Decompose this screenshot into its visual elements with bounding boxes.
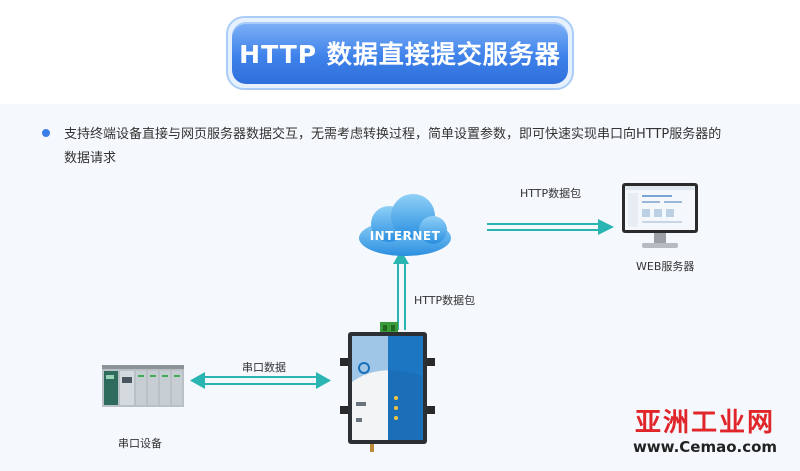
feature-description: 支持终端设备直接与网页服务器数据交互，无需考虑转换过程，简单设置参数，即可快速实… — [64, 127, 722, 166]
watermark-main: 亚洲工业网 — [634, 408, 775, 438]
watermark-logo: 亚洲工业网 www.Cemao.com — [616, 408, 794, 456]
page-title: HTTP 数据直接提交服务器 — [239, 40, 561, 69]
title-banner: HTTP 数据直接提交服务器 — [232, 22, 568, 84]
cloud-label: INTERNET — [369, 229, 441, 243]
http-packet-label-top: HTTP数据包 — [520, 187, 582, 200]
web-server-label: WEB服务器 — [636, 260, 695, 273]
bullet-dot-icon — [42, 129, 50, 137]
http-packet-label-side: HTTP数据包 — [414, 294, 476, 307]
serial-device-label: 串口设备 — [118, 437, 162, 450]
web-server-monitor-icon — [622, 183, 698, 248]
serial-gateway-device-icon — [340, 322, 435, 452]
internet-cloud-icon — [359, 194, 451, 256]
watermark-url: www.Cemao.com — [632, 438, 778, 456]
plc-device-icon — [102, 365, 184, 407]
serial-data-label: 串口数据 — [242, 361, 286, 374]
